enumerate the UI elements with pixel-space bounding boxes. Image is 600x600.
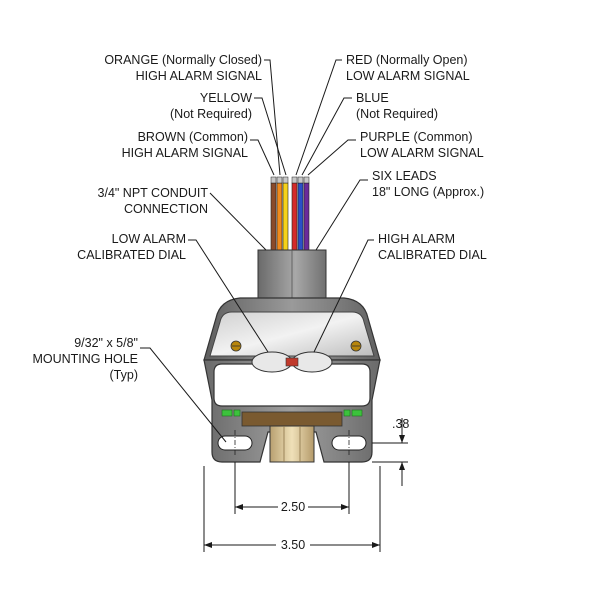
label-blue-line2: (Not Required)	[356, 107, 438, 121]
label-high-dial-line2: CALIBRATED DIAL	[378, 248, 487, 262]
leader-lines	[140, 59, 374, 443]
wire-orange	[276, 182, 283, 252]
label-mounting-hole-line2: MOUNTING HOLE	[32, 352, 138, 366]
label-mounting-hole-line1: 9/32" x 5/8"	[74, 336, 138, 350]
green-indicator-left	[221, 409, 233, 417]
callout-labels: ORANGE (Normally Closed) HIGH ALARM SIGN…	[32, 53, 486, 382]
label-red-line1: RED (Normally Open)	[346, 53, 468, 67]
label-low-dial-line1: LOW ALARM	[112, 232, 186, 246]
green-indicator-right	[351, 409, 363, 417]
mounting-hole-left	[217, 430, 253, 456]
label-purple-line2: LOW ALARM SIGNAL	[360, 146, 484, 160]
label-red-line2: LOW ALARM SIGNAL	[346, 69, 470, 83]
label-blue-line1: BLUE	[356, 91, 389, 105]
wire-red	[291, 182, 298, 252]
wire-bundle	[270, 176, 310, 252]
label-low-dial-line2: CALIBRATED DIAL	[77, 248, 186, 262]
conduit-connection	[257, 249, 327, 303]
wire-blue	[297, 182, 304, 252]
label-orange-line2: HIGH ALARM SIGNAL	[136, 69, 262, 83]
pressure-fitting	[269, 425, 315, 463]
switch-housing	[203, 297, 381, 463]
dim-overall-width: 3.50	[281, 538, 305, 552]
dim-hole-offset: .38	[392, 417, 409, 431]
label-conduit-line2: CONNECTION	[124, 202, 208, 216]
label-brown-line1: BROWN (Common)	[138, 130, 248, 144]
label-high-dial-line1: HIGH ALARM	[378, 232, 455, 246]
wire-purple	[303, 182, 310, 252]
mounting-hole-right	[331, 430, 367, 456]
dim-hole-spacing: 2.50	[281, 500, 305, 514]
label-orange-line1: ORANGE (Normally Closed)	[104, 53, 262, 67]
label-mounting-hole-line3: (Typ)	[110, 368, 138, 382]
dimension-lines: 2.50 3.50 .38	[203, 417, 409, 552]
wire-brown	[270, 182, 277, 252]
label-conduit-line1: 3/4" NPT CONDUIT	[98, 186, 209, 200]
label-yellow-line2: (Not Required)	[170, 107, 252, 121]
label-yellow-line1: YELLOW	[200, 91, 252, 105]
label-six-leads-line1: SIX LEADS	[372, 169, 437, 183]
label-purple-line1: PURPLE (Common)	[360, 130, 473, 144]
label-brown-line2: HIGH ALARM SIGNAL	[122, 146, 248, 160]
wire-yellow	[282, 182, 289, 252]
label-six-leads-line2: 18" LONG (Approx.)	[372, 185, 484, 199]
